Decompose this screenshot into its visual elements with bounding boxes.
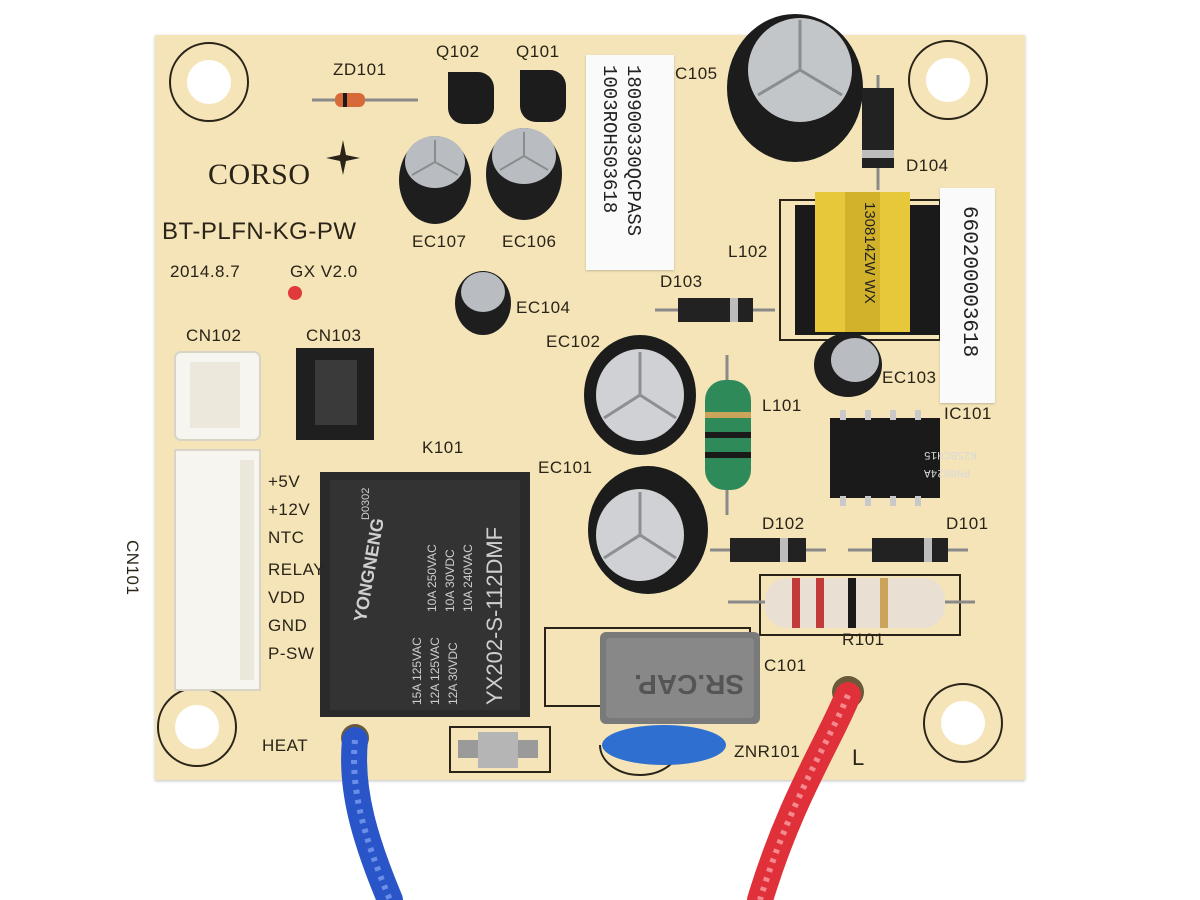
transformer-marking: 130814ZW WX	[861, 202, 878, 304]
label-heat: HEAT	[262, 736, 309, 755]
pin-label-relay: RELAY	[268, 560, 325, 579]
relay-code: D0302	[360, 487, 372, 520]
label-q102: Q102	[436, 42, 480, 61]
label-d102: D102	[762, 514, 805, 533]
varistor-znr101	[602, 725, 726, 765]
pin-label-5v: +5V	[268, 472, 301, 491]
label-k101: K101	[422, 438, 464, 457]
label-ec104: EC104	[516, 298, 571, 317]
label-cn102: CN102	[186, 326, 242, 345]
capacitor-c101	[600, 632, 760, 724]
label-ec107: EC107	[412, 232, 467, 251]
sticker-line-2: 1003ROHS03618	[598, 65, 620, 214]
label-c105: C105	[675, 64, 718, 83]
label-cn101: CN101	[123, 540, 142, 596]
resistor-r101	[728, 578, 975, 628]
label-r101: R101	[842, 630, 885, 649]
label-ec106: EC106	[502, 232, 557, 251]
sticker-line-1: 180900330QCPASS	[622, 65, 644, 237]
relay-rating-6: 12A 30VDC	[446, 642, 460, 705]
pin-label-12v: +12V	[268, 500, 311, 519]
mounting-hole-top-right	[908, 40, 988, 120]
barcode-sticker: 180900330QCPASS 1003ROHS03618	[586, 55, 674, 270]
relay-rating-2: 10A 30VDC	[443, 549, 457, 612]
terminal-tab	[458, 732, 538, 768]
mounting-hole-bottom-right	[923, 683, 1003, 763]
version-text: GX V2.0	[290, 262, 358, 281]
label-l101: L101	[762, 396, 802, 415]
relay-rating-1: 10A 250VAC	[425, 544, 439, 612]
connector-cn103	[296, 348, 374, 440]
label-ec101: EC101	[538, 458, 593, 477]
connector-cn101	[174, 449, 261, 691]
model-text: BT-PLFN-KG-PW	[162, 218, 357, 245]
label-ec102: EC102	[546, 332, 601, 351]
diode-d104	[862, 75, 894, 190]
capacitor-c105	[727, 14, 863, 162]
label-znr101: ZNR101	[734, 742, 801, 761]
relay-model: YX202-S-112DMF	[482, 526, 507, 705]
ic-marking-1: PN8024A	[924, 466, 971, 478]
relay-rating-3: 10A 240VAC	[461, 544, 475, 612]
mounting-hole-top-left	[169, 42, 249, 122]
part-number-sticker: 660200003618	[940, 188, 995, 403]
sticker-part-number: 660200003618	[957, 206, 980, 358]
capacitor-ec103	[814, 333, 882, 397]
corso-star-logo	[326, 140, 360, 175]
label-ic101: IC101	[944, 404, 992, 423]
ic-chip-ic101	[830, 410, 940, 506]
zener-diode-zd101	[312, 93, 418, 107]
label-l102: L102	[728, 242, 768, 261]
capacitor-ec106	[486, 128, 562, 220]
label-c101: C101	[764, 656, 807, 675]
label-d103: D103	[660, 272, 703, 291]
date-text: 2014.8.7	[170, 262, 241, 281]
inductor-l101	[705, 355, 751, 515]
capacitor-ec107	[399, 136, 471, 224]
pin-label-psw: P-SW	[268, 644, 315, 663]
pin-label-vdd: VDD	[268, 588, 306, 607]
relay-rating-4: 15A 125VAC	[410, 637, 424, 705]
relay-k101	[320, 472, 530, 717]
label-live: L	[852, 745, 865, 770]
capacitor-ec102	[584, 335, 696, 455]
label-d104: D104	[906, 156, 949, 175]
mounting-hole-bottom-left	[157, 687, 237, 767]
pin-label-ntc: NTC	[268, 528, 305, 547]
capacitor-brand: SR.CAP.	[634, 669, 744, 700]
brand-text: CORSO	[208, 158, 311, 191]
transformer-l102	[795, 192, 940, 335]
label-zd101: ZD101	[333, 60, 387, 79]
relay-rating-5: 12A 125VAC	[428, 637, 442, 705]
label-cn103: CN103	[306, 326, 362, 345]
ic-marking-2: K25BCH15	[924, 448, 977, 460]
diode-d102	[710, 538, 826, 562]
transistor-q101	[520, 70, 566, 122]
label-ec103: EC103	[882, 368, 937, 387]
capacitor-ec101	[588, 466, 708, 594]
blue-wire	[341, 727, 403, 900]
connector-cn102	[174, 351, 261, 441]
transistor-q102	[448, 72, 494, 124]
red-wire	[747, 682, 861, 900]
label-d101: D101	[946, 514, 989, 533]
diode-d101	[848, 538, 968, 562]
capacitor-ec104	[455, 271, 511, 335]
pin-label-gnd: GND	[268, 616, 308, 635]
label-q101: Q101	[516, 42, 560, 61]
diode-d103	[655, 298, 775, 322]
red-marker-dot	[288, 286, 302, 300]
